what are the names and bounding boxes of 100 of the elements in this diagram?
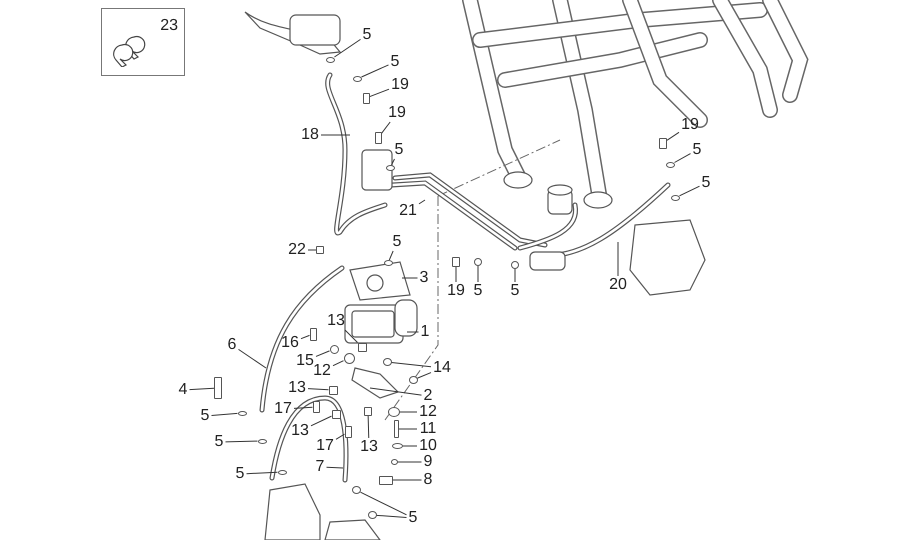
- washer: [408, 376, 418, 384]
- callout-number: 19: [445, 282, 467, 300]
- kit-frame: [101, 8, 185, 76]
- callout-number: 9: [422, 453, 434, 471]
- callout-number: 20: [607, 276, 629, 294]
- leader-line: [369, 88, 390, 98]
- washer: [352, 76, 362, 82]
- washer: [511, 261, 519, 269]
- fitting: [374, 132, 382, 144]
- leader-line: [679, 186, 700, 196]
- callout-number: 5: [198, 407, 212, 425]
- fitting: [452, 257, 460, 267]
- callout-number: 7: [314, 458, 326, 476]
- fitting: [379, 476, 393, 484]
- washer: [278, 470, 286, 474]
- fitting: [659, 138, 667, 148]
- washer: [258, 438, 266, 444]
- callout-number: 2: [422, 387, 434, 405]
- callout-number: 17: [314, 437, 336, 455]
- callout-number: 5: [392, 141, 406, 159]
- callout-number: 19: [389, 76, 411, 94]
- callout-number: 5: [406, 509, 420, 527]
- fitting: [214, 377, 222, 399]
- fitting: [310, 328, 316, 340]
- leader-line: [391, 362, 432, 368]
- fitting: [394, 420, 398, 438]
- leader-line: [308, 388, 329, 390]
- leader-line: [334, 38, 361, 58]
- leader-line: [246, 472, 278, 474]
- callout-number: 4: [176, 381, 190, 399]
- fitting: [332, 410, 340, 418]
- leader-line: [398, 428, 418, 430]
- callout-number: 13: [325, 312, 347, 330]
- callout-number: 5: [690, 141, 704, 159]
- callout-number: 3: [418, 269, 430, 287]
- callout-number: 5: [212, 433, 226, 451]
- callout-number: 6: [226, 336, 238, 354]
- callout-number: 19: [679, 116, 701, 134]
- leader-line: [360, 492, 407, 516]
- fitting: [328, 386, 338, 394]
- washer: [388, 407, 400, 417]
- callout-number: 13: [289, 422, 311, 440]
- callout-number: 19: [386, 104, 408, 122]
- callout-number: 5: [388, 53, 402, 71]
- leader-line: [316, 350, 330, 357]
- leader-line: [514, 268, 516, 282]
- washer: [238, 410, 246, 416]
- leader-line: [332, 360, 344, 366]
- washer: [330, 344, 338, 354]
- callout-number: 23: [160, 17, 178, 35]
- leader-line: [189, 388, 214, 390]
- washer: [666, 162, 674, 168]
- callout-number: 22: [286, 241, 308, 259]
- leader-line: [381, 122, 391, 134]
- callout-number: 10: [417, 437, 439, 455]
- washer: [352, 486, 360, 494]
- leader-line: [344, 330, 358, 343]
- leader-line: [211, 412, 238, 416]
- leader-line: [238, 348, 266, 368]
- leader-line: [300, 334, 310, 340]
- washer: [474, 258, 482, 266]
- callout-number: 5: [472, 282, 484, 300]
- callout-number: 17: [272, 400, 294, 418]
- fitting: [362, 92, 370, 104]
- callout-number: 5: [234, 465, 246, 483]
- callout-number: 13: [286, 379, 308, 397]
- leader-line: [361, 64, 389, 78]
- callout-number: 8: [422, 471, 434, 489]
- leader-line: [294, 406, 313, 409]
- washer: [368, 511, 376, 519]
- leader-line: [666, 132, 680, 141]
- washer: [670, 195, 680, 201]
- leader-line: [336, 434, 345, 440]
- washer: [344, 352, 354, 364]
- washer: [326, 57, 334, 63]
- callout-number: 15: [294, 352, 316, 370]
- washer: [390, 459, 398, 465]
- leader-line: [388, 250, 394, 260]
- leader-line: [326, 466, 344, 468]
- leader-line: [376, 514, 407, 518]
- fitting: [312, 401, 320, 413]
- leader-line: [320, 134, 350, 136]
- fitting: [364, 406, 372, 416]
- callout-number: 5: [508, 282, 522, 300]
- leader-line: [225, 440, 258, 442]
- fitting: [316, 246, 324, 254]
- callout-number: 5: [360, 26, 374, 44]
- leader-line: [418, 200, 426, 204]
- leader-line: [674, 153, 691, 163]
- callout-number: 16: [279, 334, 301, 352]
- callout-number: 14: [431, 359, 453, 377]
- callout-number: 5: [700, 174, 712, 192]
- leader-line: [310, 416, 332, 426]
- callout-number: 1: [418, 323, 432, 341]
- washer: [384, 260, 392, 266]
- callout-number: 12: [417, 403, 439, 421]
- callout-number: 11: [417, 420, 439, 438]
- callout-number: 13: [358, 438, 380, 456]
- callout-number: 21: [397, 202, 419, 220]
- leader-line: [370, 388, 422, 396]
